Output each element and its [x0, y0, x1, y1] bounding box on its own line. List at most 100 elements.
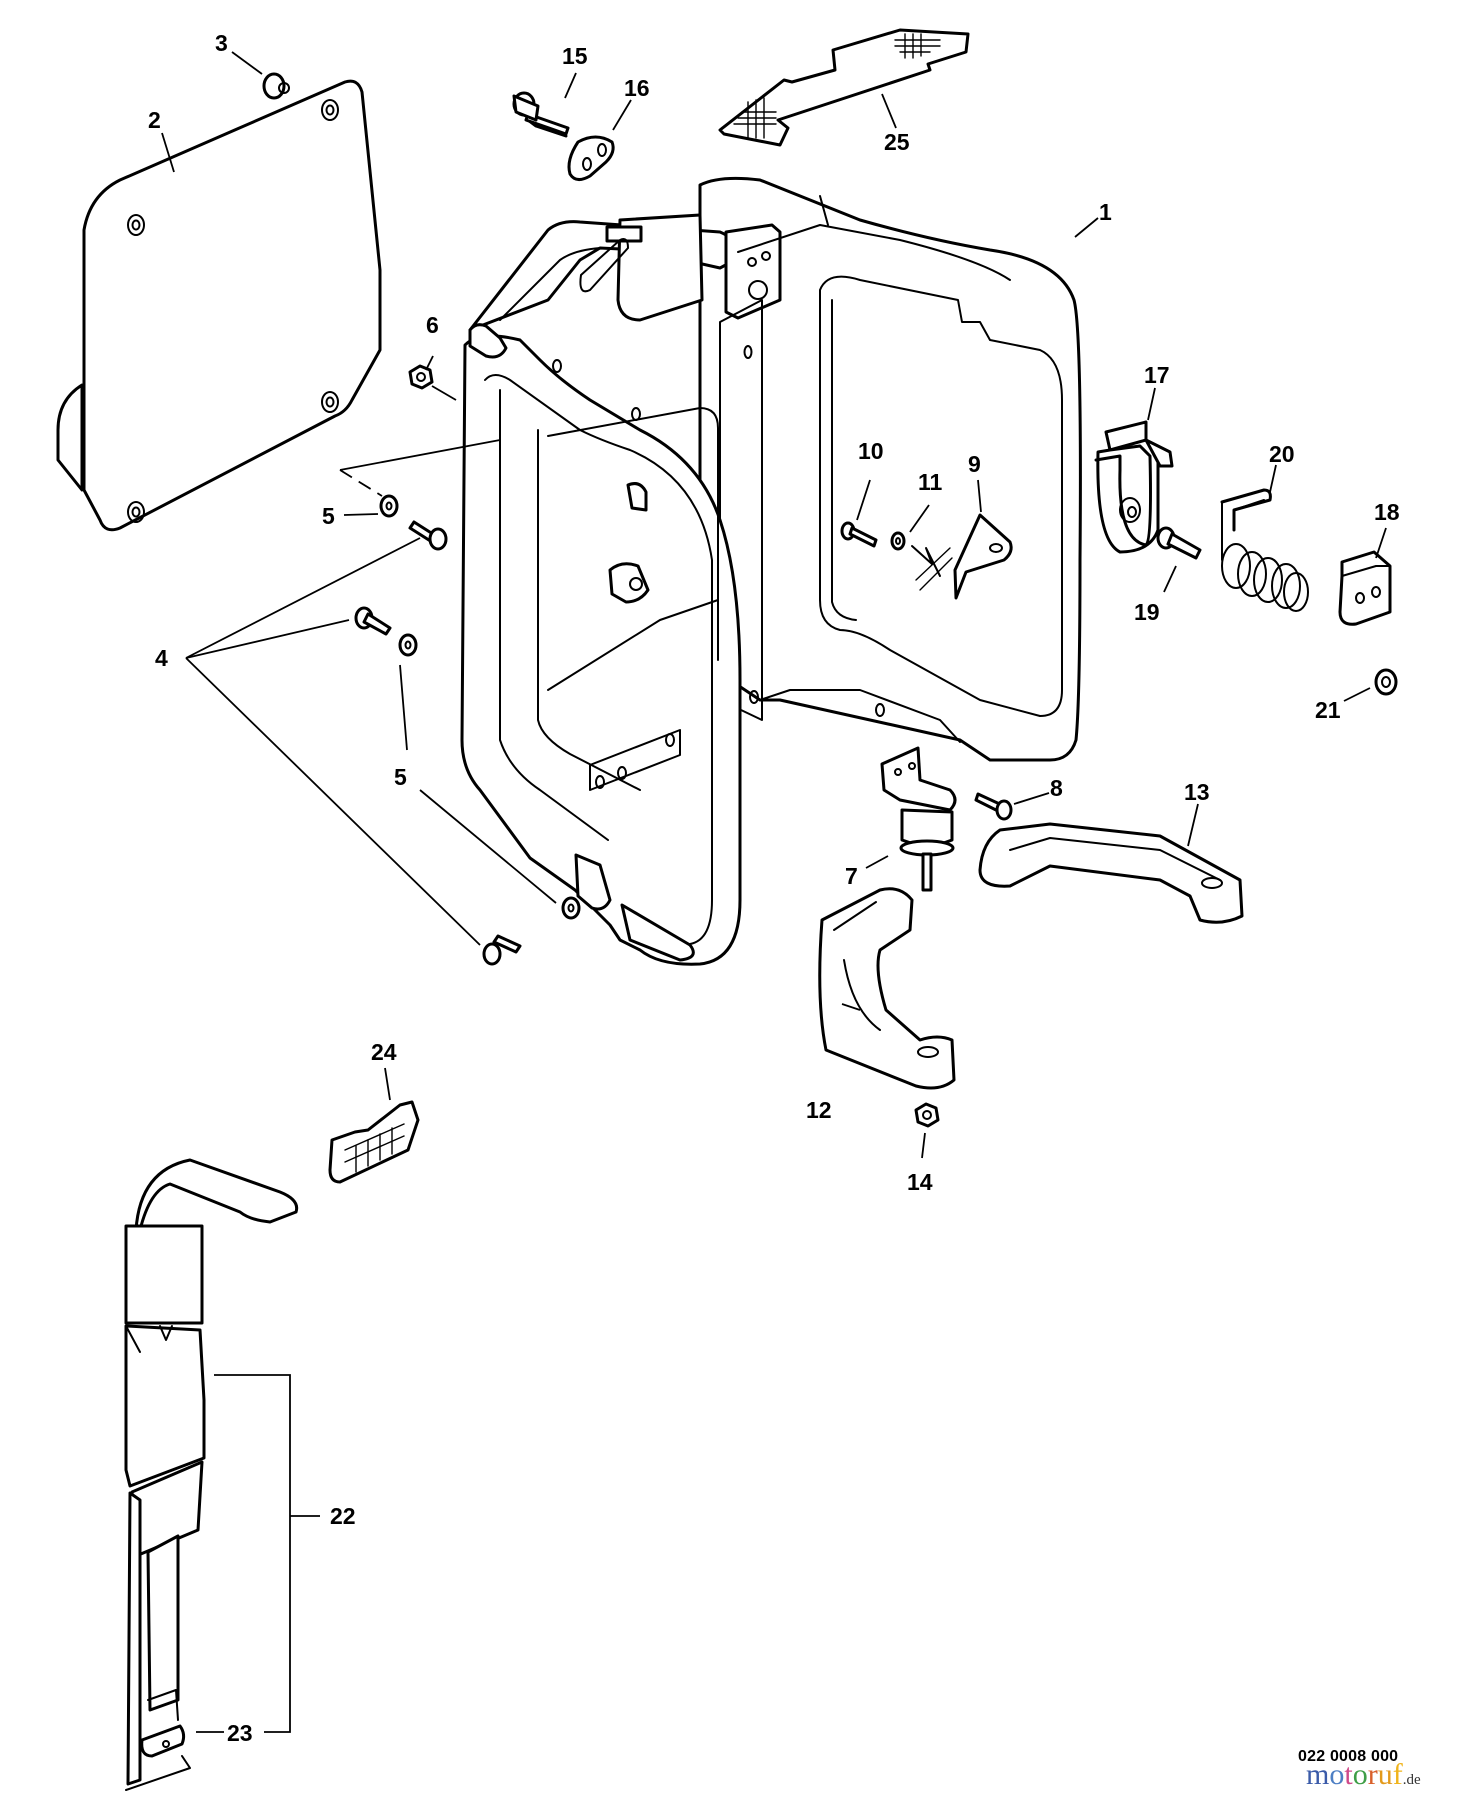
leader-1	[1074, 217, 1099, 238]
part-washer-11	[890, 531, 906, 551]
leader-16	[612, 99, 632, 131]
callout-12: 12	[806, 1097, 832, 1123]
part-handle-13	[978, 822, 1244, 924]
callout-2: 2	[148, 107, 161, 133]
watermark-letter: o	[1329, 1758, 1345, 1791]
callout-11: 11	[918, 469, 943, 495]
leader-5c	[419, 789, 557, 904]
leader-6b	[431, 385, 457, 401]
part-screw-8	[974, 792, 1013, 821]
leader-5a-ref	[339, 439, 501, 471]
part-clip-17	[1094, 420, 1174, 554]
leader-5b	[399, 664, 408, 751]
leader-10	[856, 479, 871, 521]
part-bracket-9	[953, 513, 1013, 600]
callout-21: 21	[1315, 697, 1341, 723]
callout-10: 10	[858, 438, 884, 464]
leader-22	[214, 1374, 320, 1733]
watermark-tld: .de	[1402, 1772, 1421, 1788]
part-screw-19	[1156, 526, 1202, 560]
part-screw-15	[512, 91, 570, 138]
part-handle-12	[818, 887, 956, 1090]
callout-23: 23	[227, 1720, 253, 1746]
leader-3	[231, 51, 263, 75]
callout-7: 7	[845, 863, 858, 889]
part-washer-5b	[398, 633, 418, 657]
callout-5a: 5	[322, 503, 335, 529]
callout-22: 22	[330, 1503, 356, 1529]
part-washer-5a	[379, 494, 399, 518]
part-screw-10	[840, 521, 878, 548]
leader-24	[384, 1067, 391, 1101]
part-holder-18	[1338, 550, 1392, 626]
callout-4: 4	[155, 645, 168, 671]
leader-5a-dash	[339, 469, 383, 497]
leader-13	[1187, 803, 1199, 847]
callout-25: 25	[884, 129, 910, 155]
leader-20	[1269, 464, 1277, 493]
leader-9	[977, 479, 982, 513]
part-washer-5c	[561, 896, 581, 920]
leader-12	[841, 1003, 861, 1011]
callout-20: 20	[1269, 441, 1295, 467]
part-spring-20	[1220, 488, 1309, 612]
leader-25	[881, 93, 897, 129]
callout-5b: 5	[394, 764, 407, 790]
part-plug	[262, 72, 290, 100]
callout-13: 13	[1184, 779, 1210, 805]
part-back-plate	[56, 79, 382, 532]
leader-2	[161, 132, 175, 173]
leader-17	[1147, 387, 1156, 421]
leader-4c	[185, 657, 481, 946]
part-plate-16	[567, 135, 615, 181]
callout-labels: 1 2 3 4 5 5 6 7 8 9 10 11 12 13 14 15 16…	[148, 30, 1400, 1746]
callout-16: 16	[624, 75, 650, 101]
leader-11	[909, 504, 930, 533]
callout-1: 1	[1099, 199, 1112, 225]
leader-7	[865, 855, 889, 869]
leader-6	[425, 355, 434, 371]
watermark-letter: o	[1352, 1758, 1368, 1791]
leader-lines	[161, 51, 1387, 1733]
part-nut-6	[408, 364, 434, 390]
watermark-letter: t	[1344, 1758, 1353, 1791]
part-vibration-mount-7	[880, 746, 957, 892]
part-strap-assembly-22	[124, 1158, 299, 1786]
part-strap-adjuster-24	[328, 1100, 420, 1184]
leader-8	[1013, 792, 1050, 805]
part-screw-4c	[482, 934, 522, 966]
leader-15	[564, 72, 577, 99]
watermark-letter: u	[1377, 1758, 1393, 1791]
leader-14	[921, 1132, 926, 1159]
part-screw-4b	[354, 606, 392, 636]
callout-14: 14	[907, 1169, 933, 1195]
document-number: 022 0008 000	[1298, 1748, 1399, 1765]
part-pad	[718, 28, 970, 147]
leader-4a	[185, 537, 421, 659]
callout-3: 3	[215, 30, 228, 56]
part-washer-21	[1374, 668, 1398, 696]
watermark-letter: m	[1306, 1758, 1330, 1791]
part-screw-4a	[408, 520, 448, 551]
callout-17: 17	[1144, 362, 1170, 388]
callout-19: 19	[1134, 599, 1160, 625]
break-symbol	[911, 545, 953, 591]
leader-19	[1163, 565, 1177, 593]
part-buckle-23	[125, 1724, 191, 1791]
callout-8: 8	[1050, 775, 1063, 801]
leader-18	[1375, 527, 1387, 559]
callout-9: 9	[968, 451, 981, 477]
part-nut-14	[914, 1102, 940, 1128]
watermark-logo: motoruf.de	[1306, 1760, 1421, 1795]
watermark-letter: f	[1392, 1758, 1403, 1791]
callout-15: 15	[562, 43, 588, 69]
leader-21	[1343, 687, 1371, 702]
leader-5a	[343, 513, 379, 516]
leader-4b	[185, 619, 350, 659]
callout-24: 24	[371, 1039, 397, 1065]
callout-18: 18	[1374, 499, 1400, 525]
watermark-letter: r	[1367, 1758, 1378, 1791]
part-frame	[460, 176, 1082, 966]
callout-6: 6	[426, 312, 439, 338]
